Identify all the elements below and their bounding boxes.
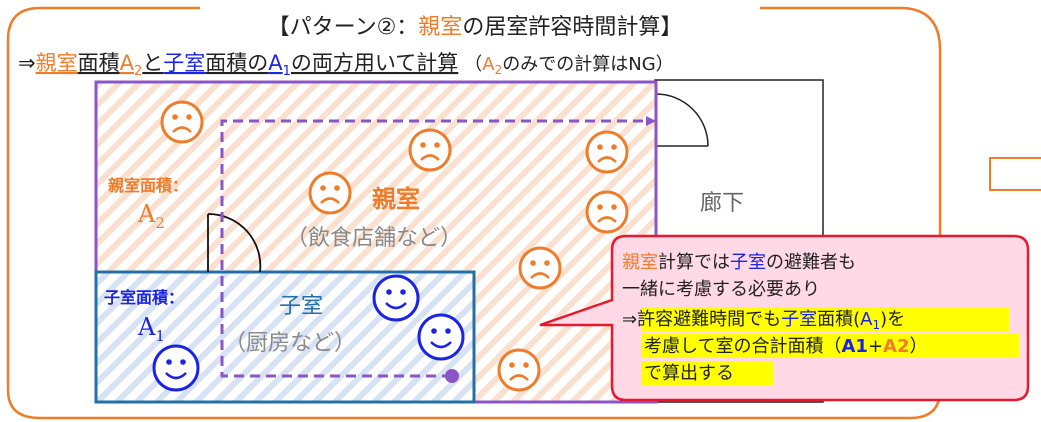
smiley-face-icon <box>417 313 465 361</box>
sad-face-icon <box>408 128 452 172</box>
parent-area-symbol: A2 <box>137 200 165 232</box>
sad-face-icon <box>160 100 204 144</box>
right-stub <box>989 157 1041 191</box>
evacuation-route <box>220 116 656 378</box>
callout-line: で算出する <box>644 363 734 384</box>
highlight-bar <box>641 334 1019 358</box>
sad-face-icon <box>308 171 352 215</box>
corridor-label: 廊下 <box>700 191 744 216</box>
page-subtitle: ⇒親室面積A2と子室面積のA1の両方用いて計算（A2のみでの計算はNG） <box>18 51 674 79</box>
callout-line: ⇒許容避難時間でも子室面積(A1)を <box>622 309 905 332</box>
page-title: 【パターン②：親室の居室許容時間計算】 <box>268 15 683 40</box>
route-start-dot <box>445 369 459 383</box>
child-room-name: 子室 <box>279 294 323 319</box>
parent-room-usage: （飲食店舗など） <box>286 226 462 251</box>
child-area-label: 子室面積： <box>104 288 184 307</box>
outer-frame <box>6 6 942 420</box>
sad-face-icon <box>585 130 629 174</box>
corridor-door <box>655 93 709 147</box>
child-room-usage: （厨房など） <box>224 331 356 356</box>
smiley-face-icon <box>372 274 420 322</box>
highlight-bar <box>641 307 1009 331</box>
parent-room-name: 親室 <box>372 185 420 213</box>
sad-face-icon <box>585 190 629 234</box>
smiley-face-icon <box>152 344 200 392</box>
callout-line: 一緒に考慮する必要あり <box>622 279 820 300</box>
child-area-symbol: A1 <box>137 313 165 345</box>
sad-face-icon <box>518 246 562 290</box>
parent-area-label: 親室面積： <box>108 176 188 195</box>
child-room-door <box>207 213 262 273</box>
callout-line: 考慮して室の合計面積（A1+A2） <box>644 336 928 357</box>
sad-face-icon <box>497 348 541 392</box>
callout-line: 親室計算では子室の避難者も <box>622 252 856 273</box>
highlight-bar <box>641 361 773 385</box>
